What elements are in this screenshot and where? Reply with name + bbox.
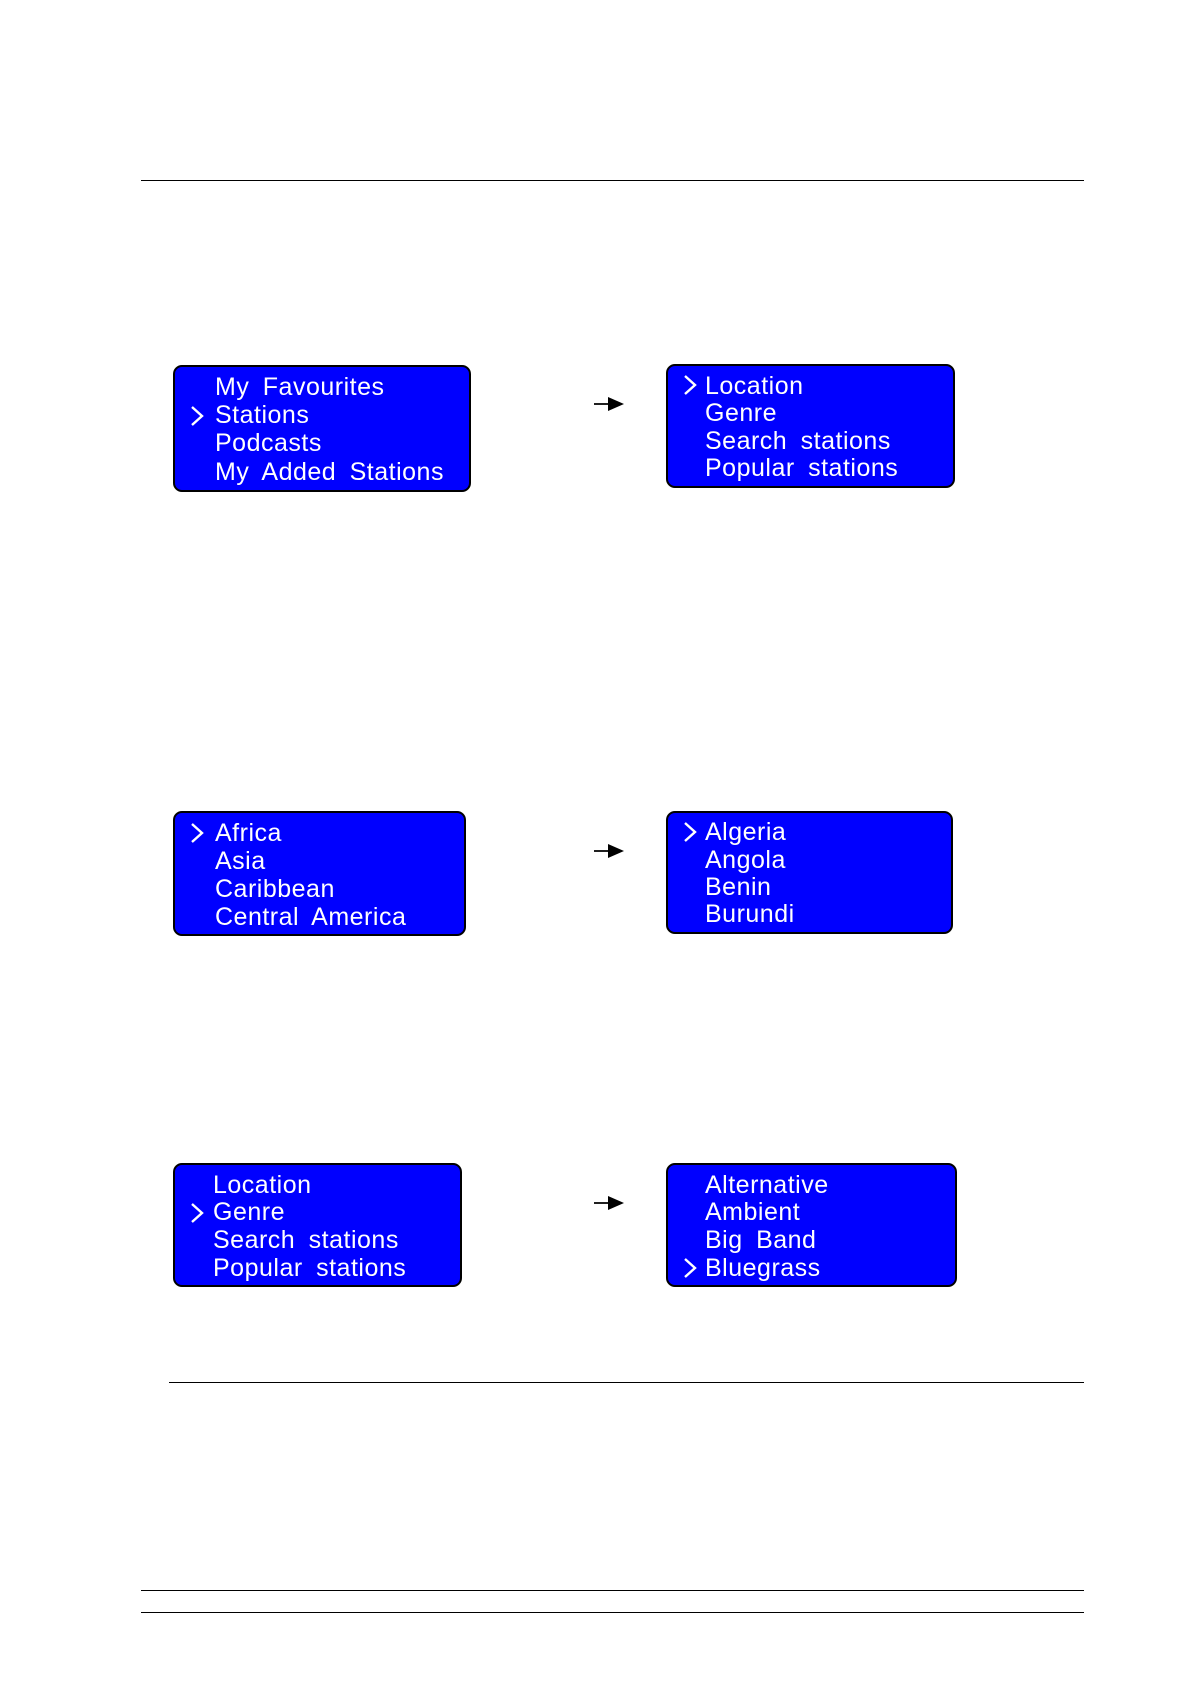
menu-item-alternative: Alternative <box>705 1171 829 1199</box>
menu-item-benin: Benin <box>705 873 771 901</box>
menu-item-popular-stations: Popular stations <box>705 454 898 482</box>
section-rule <box>169 1382 1084 1383</box>
menu-item-africa: Africa <box>215 819 282 847</box>
chevron-right-icon <box>682 821 698 843</box>
menu-item-algeria: Algeria <box>705 818 786 846</box>
menu-item-my-added-stations: My Added Stations <box>215 458 444 486</box>
menu-item-popular-stations: Popular stations <box>213 1254 406 1282</box>
menu-item-asia: Asia <box>215 847 266 875</box>
menu-item-bluegrass: Bluegrass <box>705 1254 821 1282</box>
chevron-right-icon <box>189 1202 205 1224</box>
menu-item-caribbean: Caribbean <box>215 875 335 903</box>
menu-item-ambient: Ambient <box>705 1198 800 1226</box>
lcd-screen-main-menu: My Favourites Stations Podcasts My Added… <box>173 365 471 492</box>
menu-item-genre: Genre <box>213 1198 285 1226</box>
menu-item-search-stations: Search stations <box>213 1226 399 1254</box>
chevron-right-icon <box>682 1257 698 1279</box>
chevron-right-icon <box>682 374 698 396</box>
arrow-right-icon <box>593 1193 625 1213</box>
menu-item-big-band: Big Band <box>705 1226 816 1254</box>
chevron-right-icon <box>189 405 205 427</box>
menu-item-search-stations: Search stations <box>705 427 891 455</box>
arrow-right-icon <box>593 394 625 414</box>
footer-rule-bottom <box>141 1612 1084 1613</box>
lcd-screen-stations-menu-genre: Location Genre Search stations Popular s… <box>173 1163 462 1287</box>
arrow-right-icon <box>593 841 625 861</box>
menu-item-stations: Stations <box>215 401 309 429</box>
header-rule <box>141 180 1084 181</box>
menu-item-burundi: Burundi <box>705 900 795 928</box>
lcd-screen-stations-menu: Location Genre Search stations Popular s… <box>666 364 955 488</box>
menu-item-podcasts: Podcasts <box>215 429 322 457</box>
footer-rule-top <box>141 1590 1084 1591</box>
lcd-screen-genre-menu: Alternative Ambient Big Band Bluegrass <box>666 1163 957 1287</box>
menu-item-angola: Angola <box>705 846 786 874</box>
chevron-right-icon <box>189 822 205 844</box>
menu-item-central-america: Central America <box>215 903 406 931</box>
lcd-screen-africa-menu: Algeria Angola Benin Burundi <box>666 811 953 934</box>
menu-item-location: Location <box>705 372 804 400</box>
menu-item-genre: Genre <box>705 399 777 427</box>
menu-item-location: Location <box>213 1171 312 1199</box>
menu-item-my-favourites: My Favourites <box>215 373 384 401</box>
lcd-screen-location-menu: Africa Asia Caribbean Central America <box>173 811 466 936</box>
